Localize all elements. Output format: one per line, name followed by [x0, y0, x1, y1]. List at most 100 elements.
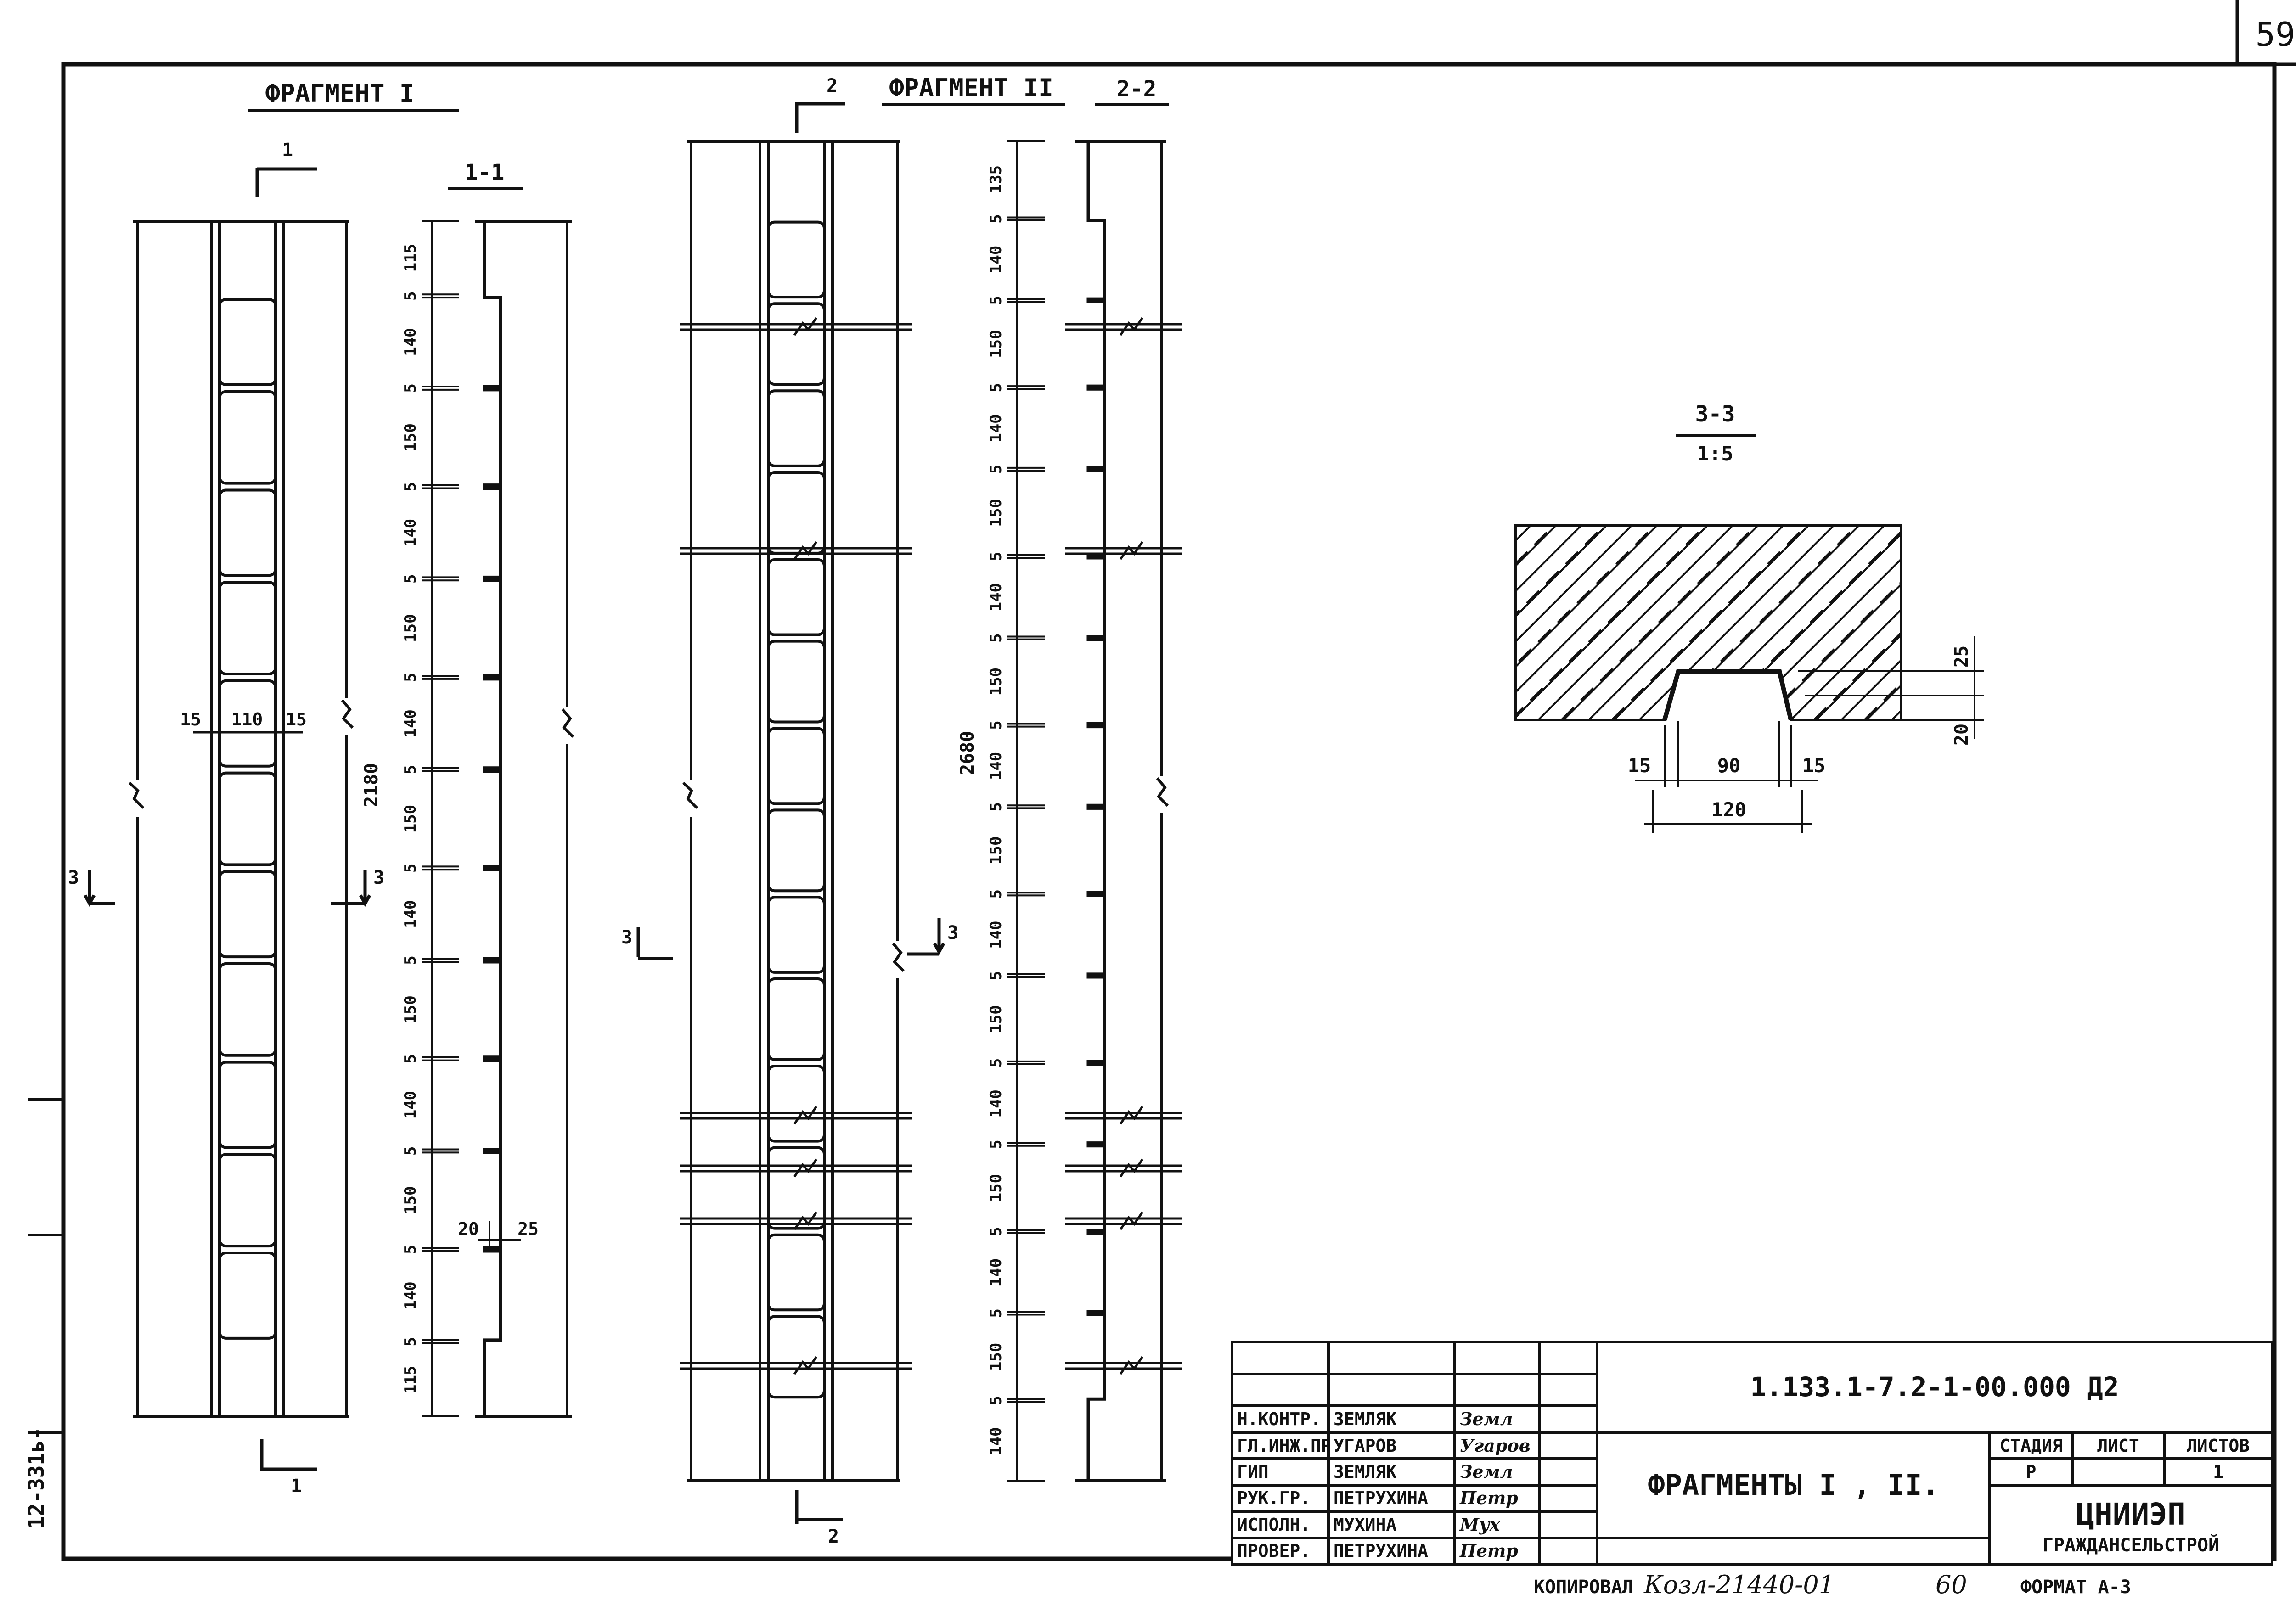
fragment1-key-cells	[218, 298, 277, 1340]
fragment1-section3-markers	[83, 870, 371, 907]
signature-mark: Угаров	[1453, 1431, 1541, 1460]
fragment1-key-cell	[218, 488, 277, 577]
signature-row: ГИП ЗЕМЛЯК Земл Р 1	[1231, 1457, 2274, 1487]
fragment1-width-dim-right: 15	[286, 709, 307, 730]
sheet-label: ЛИСТ	[2071, 1431, 2166, 1460]
section22-dim-label: 5	[987, 802, 1005, 811]
section22-dim-label: 140	[987, 246, 1005, 274]
fragment2-key-cell	[767, 471, 826, 555]
section22-dim-label: 140	[987, 1427, 1005, 1455]
section33-dim-overall-width: 120	[1711, 798, 1746, 821]
section22-dim-label: 5	[987, 889, 1005, 898]
fragment1-section-mark-top	[255, 167, 317, 197]
section11-dimension-chain: 1155140515051405150514051505140515051405…	[401, 220, 459, 1417]
page-number: 59	[2256, 15, 2296, 54]
section22-dim-label: 135	[987, 165, 1005, 193]
fragment2-key-cell	[767, 1233, 826, 1312]
footer-format-label: ФОРМАТ А-3	[2020, 1577, 2131, 1598]
section22-dim-label: 150	[987, 836, 1005, 865]
fragment2-key-cells	[767, 220, 826, 1399]
fragment2-key-cell	[767, 1315, 826, 1399]
section22-dim-label: 5	[987, 296, 1005, 305]
section11-dim-label: 5	[401, 1245, 420, 1254]
fragment2-section3-left-label: 3	[621, 927, 632, 948]
section22-profile-line	[1086, 141, 1106, 1481]
section11-dim-label: 5	[401, 673, 420, 682]
signature-role: Н.КОНТР.	[1231, 1404, 1330, 1434]
fragment2-key-cell	[767, 640, 826, 724]
fragment2-key-cell	[767, 220, 826, 299]
section22-dim-label: 140	[987, 921, 1005, 949]
signature-role: ГЛ.ИНЖ.ПР	[1231, 1431, 1330, 1460]
signature-role: РУК.ГР.	[1231, 1483, 1330, 1513]
section22-dim-label: 140	[987, 1258, 1005, 1286]
fragment1-width-dimension	[193, 709, 303, 741]
section22-dim-label: 140	[987, 752, 1005, 780]
fragment1-section3-right-label: 3	[373, 867, 384, 888]
signature-name: ПЕТРУХИНА	[1327, 1536, 1456, 1566]
fragment1-key-cell	[218, 1252, 277, 1340]
section11-dim-label: 5	[401, 1337, 420, 1346]
section22-label: 2-2	[1117, 76, 1157, 102]
fragment1-key-cell	[218, 581, 277, 675]
sheets-value: 1	[2162, 1457, 2274, 1487]
section11-dim-label: 150	[401, 995, 420, 1023]
section22-dim-label: 5	[987, 720, 1005, 730]
section33-dim-right-taper: 15	[1802, 754, 1826, 777]
section11-dim-label: 150	[401, 423, 420, 451]
signature-role: ИСПОЛН.	[1231, 1510, 1330, 1539]
section22-dim-label: 140	[987, 414, 1005, 442]
fragment1-key-cell	[218, 390, 277, 485]
fragment2-break-right	[892, 943, 905, 972]
signature-mark: Петр	[1453, 1483, 1541, 1513]
section22-dim-label: 150	[987, 1174, 1005, 1202]
fragment2-horizontal-breaks	[680, 317, 1182, 1375]
fragment2-key-cell	[767, 977, 826, 1061]
section22-dim-label: 150	[987, 1005, 1005, 1033]
fragment2-break-left	[682, 781, 698, 809]
section33-dim-groove-width: 90	[1717, 754, 1741, 777]
section22-dim-label: 5	[987, 383, 1005, 392]
fragment1-section3-left-label: 3	[68, 867, 79, 888]
left-margin-marks	[28, 1098, 63, 1434]
fragment1-width-dim-left: 15	[180, 709, 201, 730]
section11-notch-dim-depth: 20	[458, 1219, 479, 1239]
section11-dim-label: 5	[401, 383, 420, 393]
section11-dim-label: 140	[401, 1281, 420, 1309]
section22-dim-label: 150	[987, 1343, 1005, 1371]
org-subtitle: ГРАЖДАНСЕЛЬСТРОЙ	[2042, 1534, 2220, 1556]
drawing-title: ФРАГМЕНТЫ I , II.	[1596, 1431, 1991, 1539]
section11-dim-label: 5	[401, 864, 420, 873]
signature-mark: Земл	[1453, 1457, 1541, 1487]
section11-dim-label: 140	[401, 1091, 420, 1119]
stage-label: СТАДИЯ	[1988, 1431, 2074, 1460]
fragment1-key-cell	[218, 771, 277, 866]
section11-dim-label: 150	[401, 805, 420, 833]
section11-notch-dimension	[478, 1221, 521, 1249]
section22-dim-label: 5	[987, 971, 1005, 980]
section22-dim-label: 5	[987, 1396, 1005, 1405]
signature-row: Н.КОНТР. ЗЕМЛЯК Земл	[1231, 1404, 2272, 1434]
section11-dim-label: 5	[401, 1146, 420, 1156]
sheets-label: ЛИСТОВ	[2162, 1431, 2274, 1460]
section22-dim-label: 150	[987, 668, 1005, 696]
section22-dim-label: 5	[987, 214, 1005, 223]
signature-name: МУХИНА	[1327, 1510, 1456, 1539]
section22-dim-label: 5	[987, 1308, 1005, 1318]
fragment1-section-mark-bottom-label: 1	[291, 1476, 302, 1497]
organization: ЦНИИЭП ГРАЖДАНСЕЛЬСТРОЙ	[1988, 1483, 2274, 1566]
section22-dim-label: 5	[987, 1140, 1005, 1149]
section22-break	[1156, 777, 1169, 807]
fragment2-section3-markers	[636, 918, 945, 960]
sheet-frame	[61, 62, 2277, 1561]
footer-copied-label: КОПИРОВАЛ	[1534, 1577, 1633, 1598]
section11-dim-label: 5	[401, 765, 420, 774]
footer-copy-number: 60	[1936, 1570, 1967, 1599]
section11-dim-label: 5	[401, 955, 420, 965]
section33-concrete-hatch	[1515, 526, 1901, 720]
section33-groove	[1662, 669, 1793, 721]
signature-name: ПЕТРУХИНА	[1327, 1483, 1456, 1513]
section11-dim-label: 140	[401, 328, 420, 356]
fragment2-key-cell	[767, 727, 826, 805]
